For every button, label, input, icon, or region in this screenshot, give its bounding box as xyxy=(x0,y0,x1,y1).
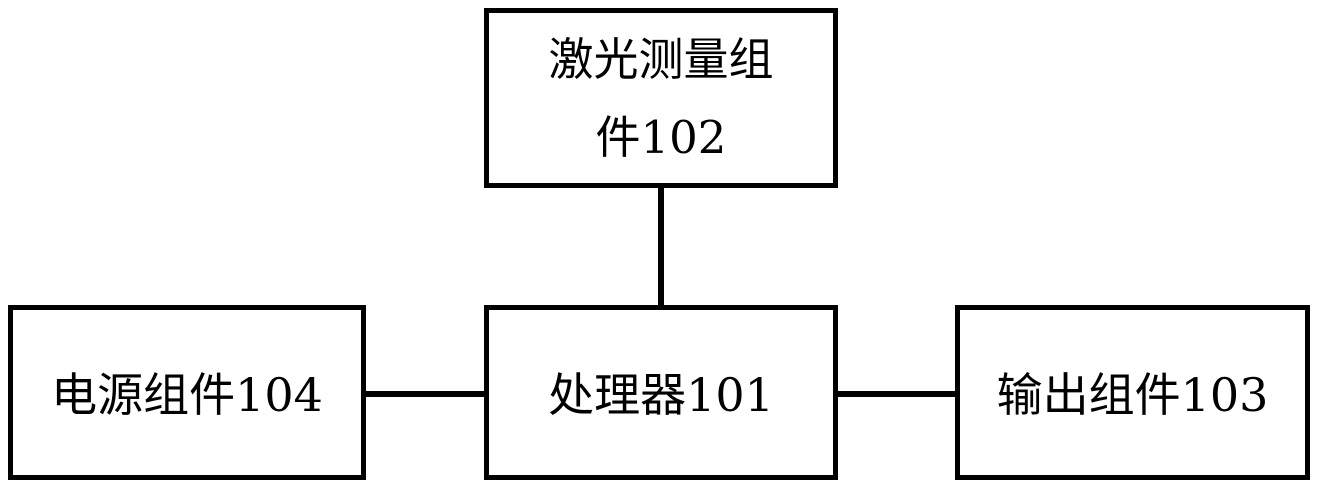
block-label-laser-measurement-assembly: 激光测量组 件102 xyxy=(548,33,774,164)
block-laser-measurement-assembly: 激光测量组 件102 xyxy=(484,8,838,188)
block-label-output-assembly: 输出组件103 xyxy=(996,367,1269,422)
block-output-assembly: 输出组件103 xyxy=(955,305,1310,480)
connector-laser-to-processor xyxy=(658,185,664,311)
block-label-power-supply-assembly: 电源组件104 xyxy=(51,367,323,422)
connector-processor-to-output xyxy=(834,391,959,397)
connector-power-to-processor xyxy=(362,391,488,397)
block-label-processor: 处理器101 xyxy=(548,367,774,422)
block-processor: 处理器101 xyxy=(484,305,838,480)
block-power-supply-assembly: 电源组件104 xyxy=(8,305,366,480)
